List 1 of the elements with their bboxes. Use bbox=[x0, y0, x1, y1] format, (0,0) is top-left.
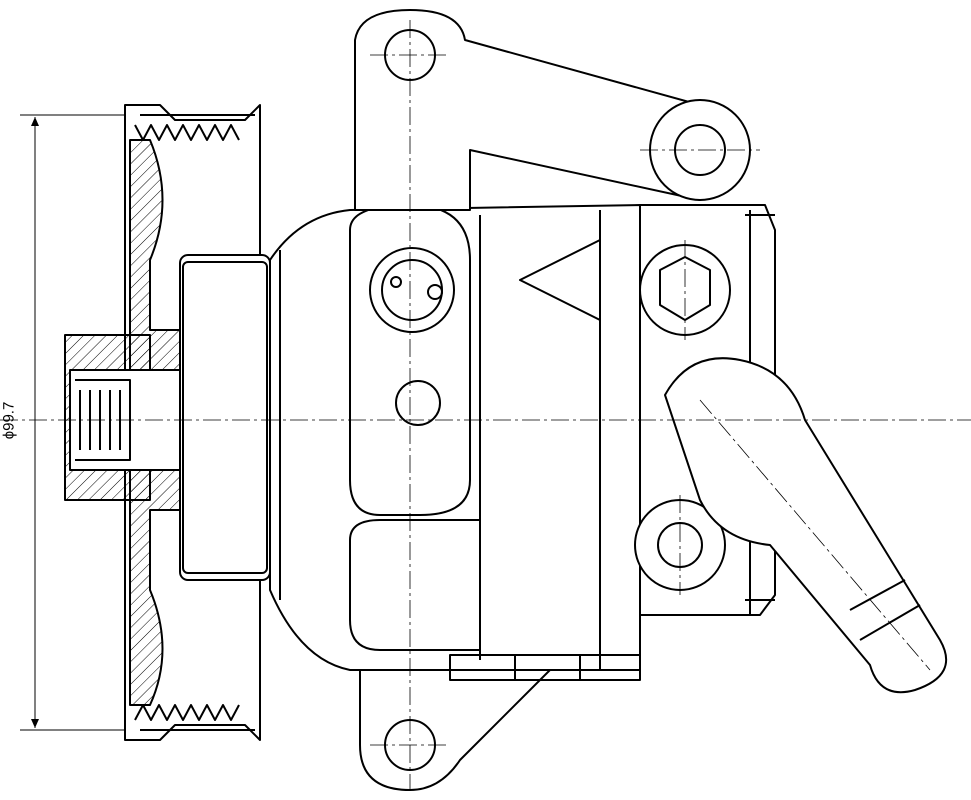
dimension-text: ϕ99.7 bbox=[0, 402, 18, 440]
